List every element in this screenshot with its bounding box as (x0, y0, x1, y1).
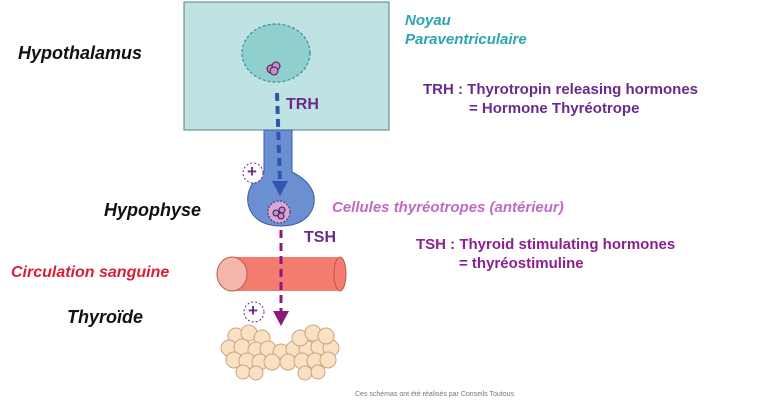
plus-circle-2 (243, 301, 265, 323)
noyau-label-line2: Paraventriculaire (405, 31, 527, 48)
hypothalamus-label: Hypothalamus (18, 43, 143, 63)
tsh-label: TSH (304, 229, 336, 246)
blood-vessel-right-end (333, 256, 347, 292)
hypophyse-label: Hypophyse (104, 200, 202, 220)
tsh-definition-line2: = thyréostimuline (459, 255, 584, 272)
tsh-definition-line1: TSH : Thyroid stimulating hormones (416, 236, 676, 253)
credit-text: Ces schémas ont été réalisés par Conseil… (355, 391, 515, 398)
trh-arrowhead (272, 181, 288, 196)
trh-definition-line1: TRH : Thyrotropin releasing hormones (423, 81, 699, 98)
tsh-arrowhead (273, 311, 289, 326)
blood-vessel-opening (216, 256, 248, 292)
plus-sign: + (247, 162, 257, 181)
trh-arrow (275, 92, 282, 184)
trh-label: TRH (286, 96, 319, 113)
neuron-cluster-hypothalamus (266, 61, 281, 76)
thyroid-gland (220, 324, 340, 381)
circulation-label: Circulation sanguine (11, 264, 170, 281)
paraventricular-nucleus (241, 23, 311, 83)
neuron-cluster-pituitary (272, 206, 286, 220)
tsh-definition: TSH : Thyroid stimulating hormones = thy… (416, 235, 675, 273)
noyau-label-line1: Noyau (405, 12, 451, 29)
noyau-label: Noyau Paraventriculaire (405, 11, 527, 49)
blood-vessel (232, 257, 340, 291)
plus-circle-1 (242, 162, 264, 184)
trh-definition-line2: = Hormone Thyréotrope (469, 100, 640, 117)
thyroide-label: Thyroïde (67, 307, 144, 327)
cellules-label: Cellules thyréotropes (antérieur) (332, 199, 564, 216)
plus-sign: + (248, 301, 258, 320)
trh-definition: TRH : Thyrotropin releasing hormones = H… (423, 80, 698, 118)
